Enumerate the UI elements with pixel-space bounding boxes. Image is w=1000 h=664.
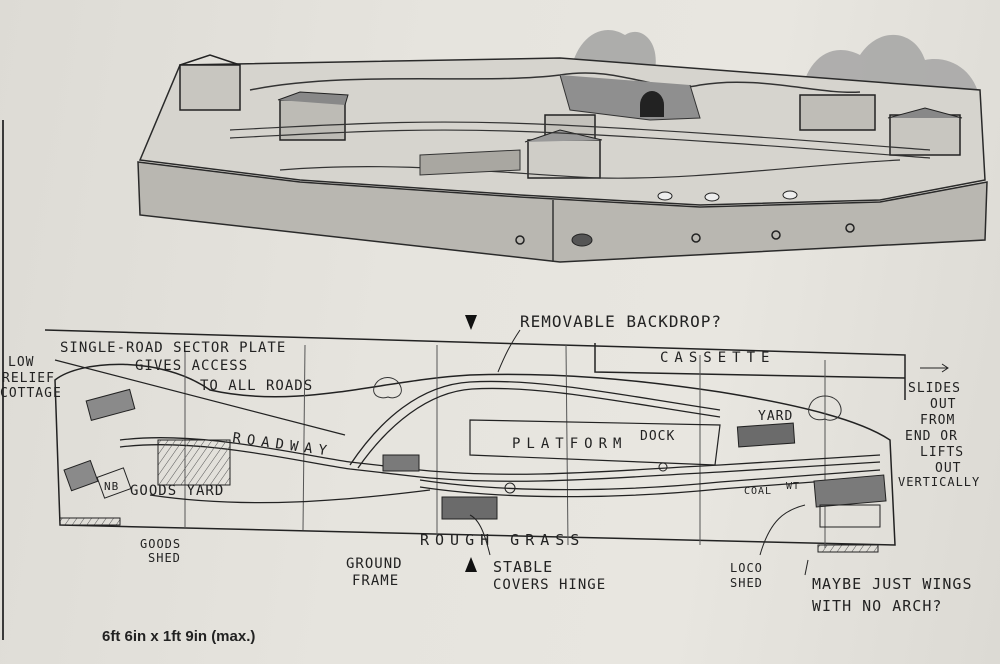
stable-block	[441, 496, 498, 520]
plan-diagram	[44, 315, 949, 576]
cassette-box	[594, 343, 906, 379]
label-ground-frame-1: GROUND	[346, 556, 403, 572]
label-low: LOW	[8, 355, 34, 370]
label-maybe-2: WITH NO ARCH?	[812, 597, 942, 615]
low-relief-cottage	[85, 388, 136, 421]
label-roadway: ROADWAY	[231, 430, 333, 460]
label-covers-hinge: COVERS HINGE	[493, 577, 606, 593]
label-removable-backdrop: REMOVABLE BACKDROP?	[520, 312, 722, 331]
yard-building	[736, 422, 796, 448]
label-slides-3: FROM	[920, 413, 955, 428]
label-goods-shed-2: SHED	[148, 551, 181, 565]
label-dock: DOCK	[640, 429, 675, 444]
signal-box	[889, 114, 961, 156]
label-slides-1: SLIDES	[908, 381, 961, 396]
goods-shed-block	[157, 439, 231, 486]
label-coal: COAL	[744, 486, 772, 497]
label-goods-shed-1: GOODS	[140, 537, 181, 551]
roadway-building	[382, 454, 420, 472]
label-loco-shed: SHED	[730, 576, 763, 590]
label-stable: STABLE	[493, 558, 553, 576]
label-slides-7: VERTICALLY	[898, 475, 980, 489]
label-nb: NB	[104, 480, 119, 493]
label-cottage: COTTAGE	[0, 386, 62, 401]
label-slides-4: END OR	[905, 429, 958, 444]
label-slides-5: LIFTS	[920, 445, 964, 460]
label-relief: RELIEF	[2, 371, 55, 386]
label-yard: YARD	[758, 409, 793, 424]
section-marker-top	[465, 315, 477, 330]
baseboard-outline	[54, 363, 896, 546]
label-slides-6: OUT	[935, 461, 961, 476]
label-platform: PLATFORM	[512, 436, 627, 452]
plan-labels: LOW RELIEF COTTAGE SINGLE-ROAD SECTOR PL…	[0, 312, 980, 615]
tunnel-mouth	[640, 91, 664, 117]
nb-box	[96, 467, 132, 499]
perspective-sketch	[137, 29, 988, 263]
loco-shed-drawing	[799, 94, 876, 131]
page-margin-rule	[2, 120, 4, 640]
stable-drawing	[527, 139, 601, 179]
platform-outline	[469, 419, 721, 466]
label-sector-1: SINGLE-ROAD SECTOR PLATE	[60, 340, 286, 356]
label-sector-3: TO ALL ROADS	[200, 378, 313, 394]
board-front	[137, 161, 988, 263]
label-loco: LOCO	[730, 561, 763, 575]
label-rough-grass: ROUGH GRASS	[420, 531, 585, 549]
loco-shed-block	[813, 474, 887, 508]
label-ground-frame-2: FRAME	[352, 573, 399, 589]
label-cassette: CASSETTE	[660, 350, 775, 366]
cottage	[179, 64, 241, 111]
dimensions-caption: 6ft 6in x 1ft 9in (max.)	[102, 628, 256, 645]
label-sector-2: GIVES ACCESS	[135, 358, 248, 374]
label-wt: WT	[786, 481, 800, 492]
label-maybe-1: MAYBE JUST WINGS	[812, 575, 973, 593]
label-goods-yard: GOODS YARD	[130, 483, 224, 499]
label-slides-2: OUT	[930, 397, 956, 412]
section-marker-bottom	[465, 557, 477, 572]
